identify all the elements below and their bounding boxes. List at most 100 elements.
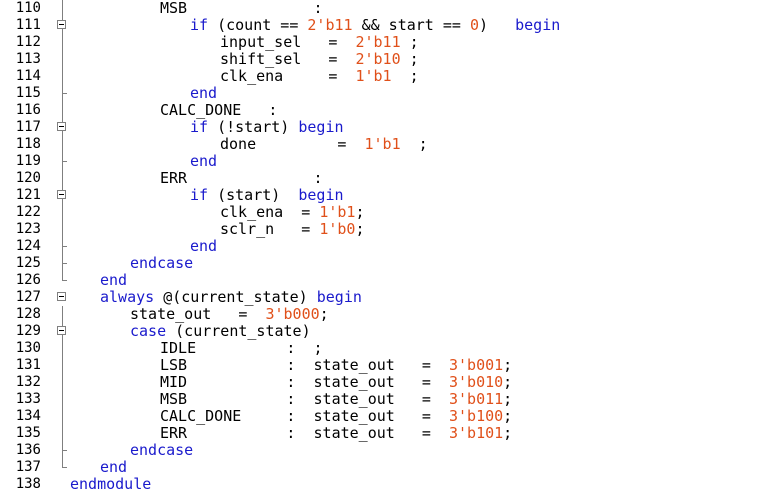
code-token: MID : state_out = — [160, 373, 449, 391]
keyword-token: endcase — [130, 441, 194, 459]
code-line[interactable]: 117 if (!start) begin — [0, 119, 765, 136]
fold-collapse-icon[interactable] — [57, 326, 66, 335]
line-number: 114 — [15, 68, 41, 84]
keyword-token: begin — [298, 186, 344, 204]
code-line[interactable]: 133 MSB : state_out = 3'b011; — [0, 391, 765, 408]
code-token: (current_state) — [166, 322, 311, 340]
code-text: ERR : — [160, 170, 323, 187]
keyword-token: endcase — [130, 254, 194, 272]
line-number: 118 — [15, 136, 41, 152]
code-text: ERR : state_out = 3'b101; — [160, 425, 512, 442]
keyword-token: always — [100, 288, 155, 306]
code-text: endcase — [130, 442, 193, 459]
code-text: MID : state_out = 3'b010; — [160, 374, 512, 391]
number-literal: 2'b11 — [355, 33, 401, 51]
code-token: ; — [400, 50, 419, 68]
fold-collapse-icon[interactable] — [57, 122, 66, 131]
line-number: 123 — [15, 221, 41, 237]
keyword-token: if — [190, 186, 209, 204]
fold-end-marker — [62, 153, 67, 162]
code-text: CALC_DONE : state_out = 3'b100; — [160, 408, 512, 425]
code-token: MSB : state_out = — [160, 390, 449, 408]
code-line[interactable]: 118 done = 1'b1 ; — [0, 136, 765, 153]
fold-end-marker — [62, 272, 67, 281]
line-number: 117 — [15, 119, 41, 135]
code-token: (start) — [208, 186, 299, 204]
code-text: state_out = 3'b000; — [130, 306, 329, 323]
line-number: 128 — [15, 306, 41, 322]
code-line[interactable]: 110 MSB : — [0, 0, 765, 17]
line-number: 135 — [15, 425, 41, 441]
fold-guide-line — [62, 306, 63, 468]
code-text: case (current_state) — [130, 323, 311, 340]
number-literal: 2'b10 — [355, 50, 401, 68]
fold-end-marker — [62, 255, 67, 264]
line-number: 120 — [15, 170, 41, 186]
code-text: MSB : — [160, 0, 323, 17]
code-line[interactable]: 135 ERR : state_out = 3'b101; — [0, 425, 765, 442]
fold-collapse-icon[interactable] — [57, 190, 66, 199]
code-token: IDLE : ; — [160, 339, 323, 357]
code-text: LSB : state_out = 3'b001; — [160, 357, 512, 374]
fold-collapse-icon[interactable] — [57, 20, 66, 29]
number-literal: 1'b1 — [364, 135, 401, 153]
code-token: ; — [391, 67, 419, 85]
keyword-token: if — [190, 118, 209, 136]
code-line[interactable]: 128 state_out = 3'b000; — [0, 306, 765, 323]
code-line[interactable]: 120 ERR : — [0, 170, 765, 187]
fold-end-marker — [62, 238, 67, 247]
number-literal: 3'b011 — [448, 390, 504, 408]
number-literal: 3'b100 — [448, 407, 504, 425]
code-text: if (count == 2'b11 && start == 0) begin — [190, 17, 560, 34]
code-token: ; — [503, 356, 513, 374]
code-token: (!start) — [208, 118, 299, 136]
code-token: ; — [400, 135, 428, 153]
code-token: ; — [503, 390, 513, 408]
line-number: 110 — [15, 0, 41, 16]
code-token: ; — [355, 203, 365, 221]
code-token: CALC_DONE : state_out = — [160, 407, 449, 425]
line-number: 127 — [15, 289, 41, 305]
fold-collapse-icon[interactable] — [57, 292, 66, 301]
keyword-token: endmodule — [70, 475, 152, 493]
keyword-token: begin — [298, 118, 344, 136]
keyword-token: end — [190, 84, 218, 102]
keyword-token: end — [190, 152, 218, 170]
code-token: shift_sel = — [220, 50, 356, 68]
fold-guide-line — [62, 0, 63, 281]
code-token: ) — [479, 16, 516, 34]
code-text: clk_ena = 1'b1; — [220, 204, 365, 221]
line-number: 133 — [15, 391, 41, 407]
number-literal: 1'b0 — [319, 220, 356, 238]
code-text: endmodule — [70, 476, 151, 493]
code-token: && start == — [352, 16, 470, 34]
code-text: done = 1'b1 ; — [220, 136, 428, 153]
code-text: end — [190, 85, 217, 102]
line-number: 116 — [15, 102, 41, 118]
code-text: end — [100, 272, 127, 289]
keyword-token: if — [190, 16, 209, 34]
